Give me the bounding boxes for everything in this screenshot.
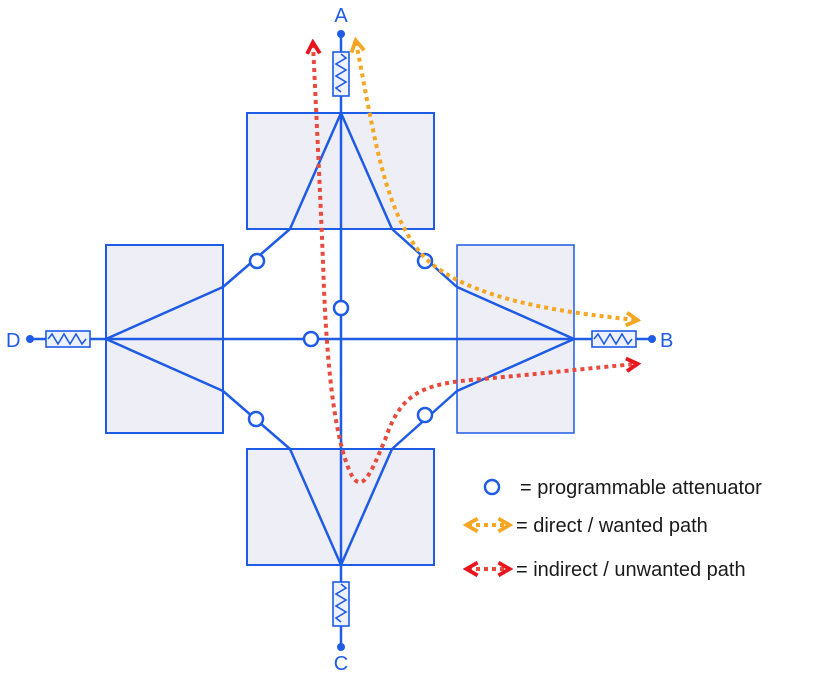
legend-attenuator-icon [483,478,501,496]
indirect-path [313,44,636,485]
resistor-a-icon [332,51,350,97]
attenuator-icon [247,410,265,428]
attenuator-icon [248,252,266,270]
resistor-d-icon [45,330,91,348]
attenuator-icon [332,299,350,317]
port-dots [26,30,656,651]
legend-direct-text: = direct / wanted path [516,515,708,537]
port-c-label: C [334,653,348,673]
port-b-label: B [660,330,673,352]
legend-attenuator-text: = programmable attenuator [520,477,762,499]
port-d-label: D [6,330,20,352]
legend-indirect-text: = indirect / unwanted path [516,559,746,581]
legend: = programmable attenuator = direct / wan… [468,477,762,581]
attenuator-icon [302,330,320,348]
resistor-b-icon [591,330,637,348]
attenuator-icon [416,406,434,424]
resistor-c-icon [332,581,350,627]
port-a-label: A [334,5,348,27]
